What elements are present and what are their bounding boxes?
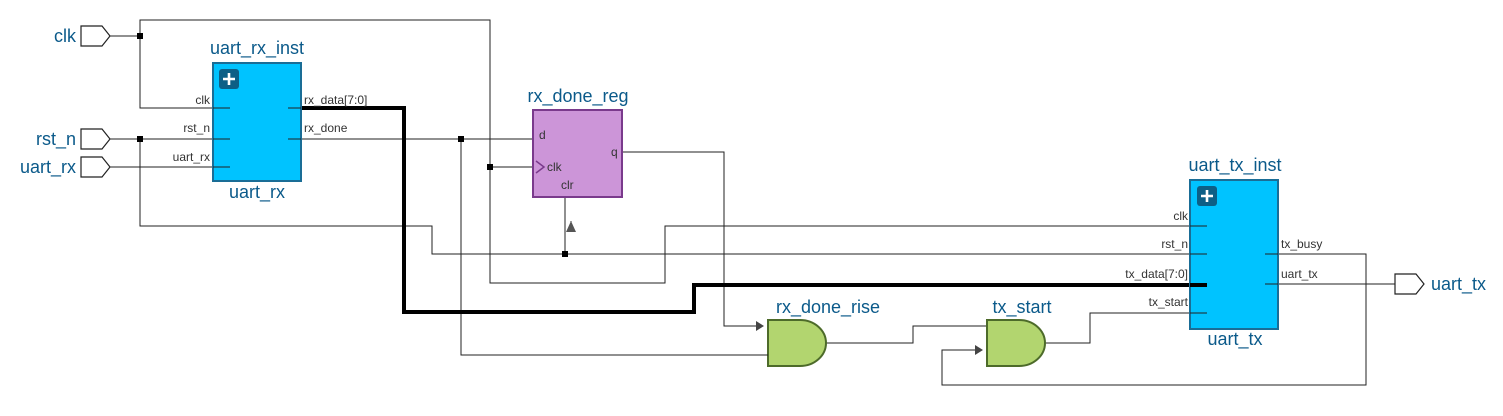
pin-label-d: d xyxy=(539,128,546,142)
input-port-clk[interactable]: clk xyxy=(54,25,111,47)
pin-label-tx-data: tx_data[7:0] xyxy=(1125,267,1188,281)
junction-dot xyxy=(562,251,568,257)
pin-label-q: q xyxy=(611,145,618,159)
uart-rx-module-name: uart_rx xyxy=(229,182,285,203)
tie-high-icon xyxy=(566,221,576,232)
pin-label-uart-tx: uart_tx xyxy=(1281,267,1318,281)
pin-label-uart-rx: uart_rx xyxy=(173,150,210,164)
pin-label-tx-start: tx_start xyxy=(1149,295,1189,309)
uart-tx-inst-name: uart_tx_inst xyxy=(1188,155,1281,176)
wire-rx-done[interactable] xyxy=(288,138,768,356)
pin-label-rx-done: rx_done xyxy=(304,121,348,135)
pin-label-tx-busy: tx_busy xyxy=(1281,237,1322,251)
wire-rx-done-rise-out[interactable] xyxy=(826,325,987,344)
junction-dot xyxy=(458,136,464,142)
invert-input-icon xyxy=(756,321,764,331)
uart-rx-inst-name: uart_rx_inst xyxy=(210,38,304,59)
output-port-uart-tx[interactable]: uart_tx xyxy=(1394,273,1486,295)
port-label-uart-tx: uart_tx xyxy=(1431,274,1486,295)
junction-dot xyxy=(137,33,143,39)
input-port-icon xyxy=(80,156,111,178)
junctions xyxy=(137,33,568,257)
invert-input-icon xyxy=(975,345,983,355)
wires xyxy=(110,19,1395,386)
clock-edge-icon xyxy=(535,160,546,174)
rx-done-reg-box xyxy=(532,109,623,198)
wire-tx-busy[interactable] xyxy=(941,253,1367,386)
input-port-uart-rx[interactable]: uart_rx xyxy=(20,156,111,178)
pin-label-clk: clk xyxy=(195,93,211,107)
port-label-uart-rx: uart_rx xyxy=(20,157,76,178)
and-gate-icon xyxy=(986,319,1046,367)
junction-dot xyxy=(137,136,143,142)
rx-done-rise-gate[interactable]: rx_done_rise xyxy=(756,297,880,367)
rx-done-rise-name: rx_done_rise xyxy=(776,297,880,318)
pin-label-rst-n: rst_n xyxy=(183,121,210,135)
plus-icon[interactable] xyxy=(1197,186,1217,206)
junction-dot xyxy=(487,164,493,170)
tx-start-name: tx_start xyxy=(992,297,1051,318)
input-port-rst-n[interactable]: rst_n xyxy=(36,128,111,150)
input-port-icon xyxy=(80,128,111,150)
pin-label-clk: clk xyxy=(1173,209,1189,223)
wire-tx-start[interactable] xyxy=(1045,312,1207,344)
output-port-icon xyxy=(1394,273,1425,295)
uart-rx-pin-stubs xyxy=(213,107,301,168)
rx-done-reg-name: rx_done_reg xyxy=(527,86,628,107)
port-label-clk: clk xyxy=(54,26,77,46)
uart-tx-pin-stubs xyxy=(1190,225,1278,314)
pin-label-rst-n: rst_n xyxy=(1161,237,1188,251)
rx-done-reg-block[interactable]: rx_done_reg d clk clr q xyxy=(527,86,629,232)
pin-label-clr: clr xyxy=(561,178,574,192)
wire-rx-done-q[interactable] xyxy=(622,151,760,327)
input-port-icon xyxy=(80,25,111,47)
plus-icon[interactable] xyxy=(219,69,239,89)
uart-tx-module-name: uart_tx xyxy=(1207,329,1262,350)
pin-label-rx-data: rx_data[7:0] xyxy=(304,93,367,107)
pin-label-clk: clk xyxy=(547,160,563,174)
wire-rst-n[interactable] xyxy=(110,138,1207,255)
port-label-rst-n: rst_n xyxy=(36,129,76,150)
and-gate-icon xyxy=(767,319,827,367)
uart-tx-inst-block[interactable]: uart_tx_inst uart_tx clk rst_n tx_data[7… xyxy=(1125,155,1322,350)
tx-start-gate[interactable]: tx_start xyxy=(975,297,1052,367)
bus-rx-data[interactable] xyxy=(288,106,1207,314)
uart-rx-inst-block[interactable]: uart_rx_inst uart_rx clk rst_n uart_rx r… xyxy=(173,38,368,203)
